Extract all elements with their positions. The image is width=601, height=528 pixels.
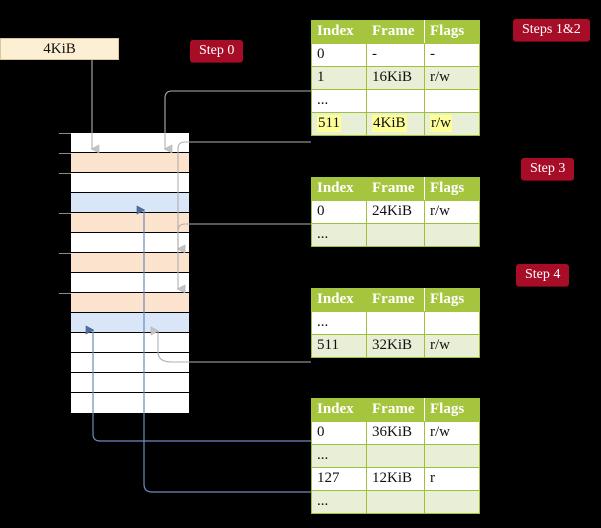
page-table-level-4-header-flags: Flags [424,20,480,44]
page-table-level-1-r0-c1: 36KiB [366,421,425,445]
page-table-level-1-r3-c2 [424,490,480,514]
memory-row-11-blank [71,353,189,373]
memory-row-tick [59,213,71,214]
badge-steps-1-2: Steps 1&2 [513,19,590,41]
memory-row-3-data [71,193,189,213]
memory-row-4-pt [59,213,189,233]
highlighted-value: r/w [430,115,452,132]
page-table-level-3-r1-c2 [424,223,480,247]
badge-step-0: Step 0 [190,40,244,62]
page-table-level-4-r1-c2: r/w [424,66,480,90]
page-table-level-3-header-frame: Frame [366,177,425,201]
page-table-level-2-r0-c0: ... [311,311,367,335]
memory-row-tick [59,133,71,134]
page-table-level-4-r1-c1: 16KiB [366,66,425,90]
page-table-level-1-r3-c0: ... [311,490,367,514]
table-row: 511 4KiB r/w [311,112,480,136]
page-table-level-4-r0-c2: - [424,43,480,67]
page-table-level-1-r0-c2: r/w [424,421,480,445]
page-table-level-1-r0-c0: 0 [311,421,367,445]
highlighted-value: 511 [317,115,341,132]
page-table-level-4-r2-c2 [424,89,480,113]
highlighted-value: 4KiB [372,115,407,132]
memory-row-tick [59,153,71,154]
page-table-level-1-r1-c0: ... [311,444,367,468]
page-table-level-3-header-flags: Flags [424,177,480,201]
table-row: ... [311,311,480,335]
memory-row-6-pt [59,253,189,273]
page-table-level-3-r0-c1: 24KiB [366,200,425,224]
page-table-level-3-r0-c2: r/w [424,200,480,224]
page-table-level-2-r1-c1: 32KiB [366,334,425,358]
page-table-level-2-r0-c1 [366,311,425,335]
memory-row-tick [59,253,71,254]
page-table-level-2-r1-c2: r/w [424,334,480,358]
page-table-level-1-r1-c1 [366,444,425,468]
page-table-level-3-r1-c1 [366,223,425,247]
page-table-level-4-r3-c0: 511 [311,112,367,136]
memory-row-7-blank [71,273,189,293]
table-row: 0-- [311,43,480,67]
badge-step-4: Step 4 [516,264,570,286]
memory-row-tick [59,293,71,294]
page-table-level-2-header-frame: Frame [366,288,425,312]
table-row: ... [311,444,480,468]
page-table-level-2-r1-c0: 511 [311,334,367,358]
table-row: ... [311,490,480,514]
page-table-level-4-r3-c1: 4KiB [366,112,425,136]
page-table-level-3-header-index: Index [311,177,367,201]
page-table-level-2-r0-c2 [424,311,480,335]
page-table-level-4-header-index: Index [311,20,367,44]
page-table-level-2-header-index: Index [311,288,367,312]
page-table-level-1-header-index: Index [311,398,367,422]
page-table-level-4-r2-c1 [366,89,425,113]
page-table-level-1-r2-c2: r [424,467,480,491]
page-table-level-2-header-flags: Flags [424,288,480,312]
page-table-level-4-r0-c1: - [366,43,425,67]
table-row: ... [311,223,480,247]
source-frame-label: 4KiB [43,41,76,57]
page-table-level-4-header-frame: Frame [366,20,425,44]
memory-row-13-blank [71,393,189,413]
memory-row-5-blank [71,233,189,253]
page-table-level-1-r3-c1 [366,490,425,514]
page-table-level-3-r0-c0: 0 [311,200,367,224]
memory-row-0-blank [59,133,189,153]
table-row: ... [311,89,480,113]
memory-row-1-pt [59,153,189,173]
page-table-level-1-header-frame: Frame [366,398,425,422]
physical-memory-column [59,132,190,414]
page-table-level-1-r2-c1: 12KiB [366,467,425,491]
page-table-level-4-r3-c2: r/w [424,112,480,136]
memory-row-9-data [71,313,189,333]
wire-l3-24kib [176,223,311,294]
badge-step-3: Step 3 [521,158,575,180]
page-table-level-4-r1-c0: 1 [311,66,367,90]
wire-l4-4kib [176,141,311,254]
page-table-level-4-r2-c0: ... [311,89,367,113]
memory-row-8-pt [59,293,189,313]
memory-row-2-blank [59,173,189,193]
page-table-level-1-header-flags: Flags [424,398,480,422]
page-table-level-1-r1-c2 [424,444,480,468]
memory-row-tick [59,173,71,174]
page-table-level-3-r1-c0: ... [311,223,367,247]
memory-row-12-blank [71,373,189,393]
memory-row-10-blank [71,333,189,353]
source-frame-box: 4KiB [0,38,119,60]
page-table-level-4-r0-c0: 0 [311,43,367,67]
page-table-level-1-r2-c0: 127 [311,467,367,491]
